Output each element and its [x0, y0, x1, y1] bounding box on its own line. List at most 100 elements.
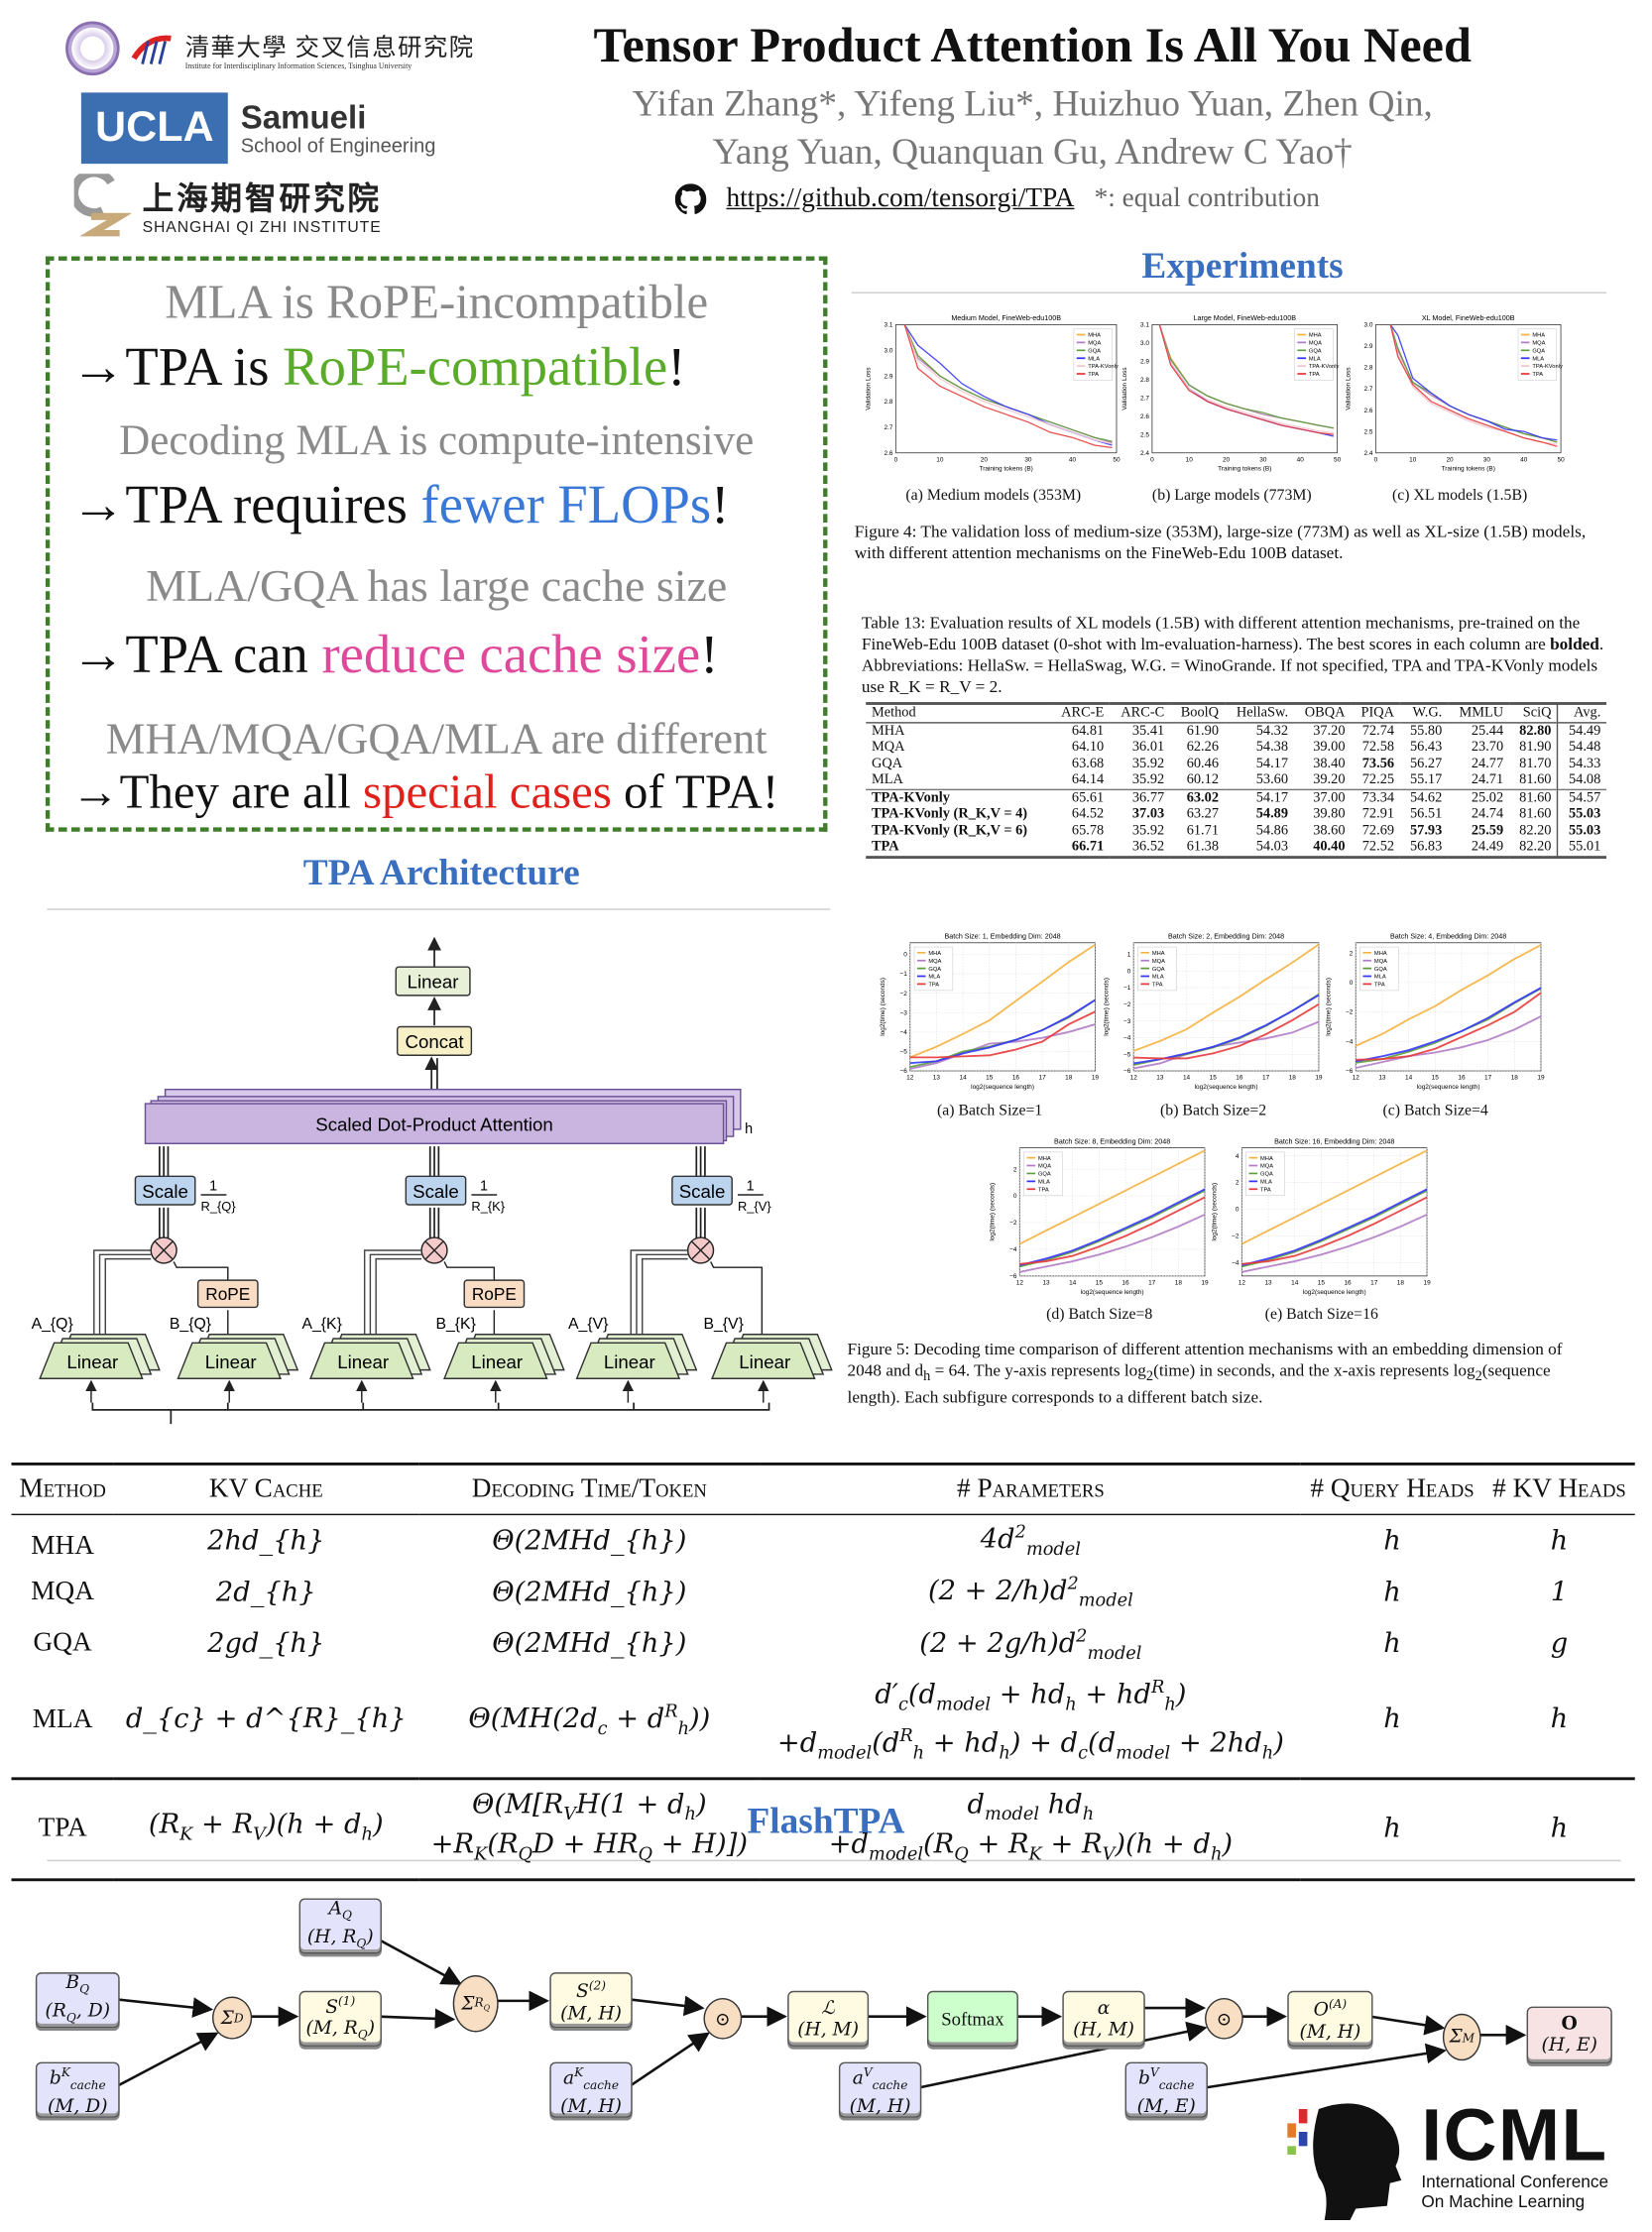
table-cell: 63.02	[1186, 789, 1220, 806]
table-row: MQA 2d_{h} Θ(2MHd_{h}) (2 + 2/h)d2model …	[11, 1567, 1634, 1618]
table-cell: TPA-KVonly (R_K,V = 4)	[871, 805, 1028, 822]
y-tick-label: 2.8	[1364, 365, 1373, 372]
claim-statement: →TPA requires fewer FLOPs!	[71, 474, 729, 536]
column-header: # KV Heads	[1483, 1462, 1635, 1516]
series-line-gqa	[1158, 324, 1334, 429]
x-tick-label: 14	[1405, 1075, 1413, 1082]
icml-line-1: International Conference	[1421, 2172, 1609, 2192]
x-tick-label: 17	[1484, 1075, 1492, 1082]
legend-label: MQA	[928, 959, 941, 965]
series-line-tpa	[903, 324, 1113, 449]
y-tick-label: −6	[900, 1068, 908, 1075]
input-label: B_{K}	[435, 1316, 475, 1333]
math-params: (2 + 2g/h)d2model	[919, 1625, 1142, 1663]
table-cell: TPA-KVonly (R_K,V = 6)	[871, 822, 1028, 839]
y-axis-label: log2(time) (seconds)	[880, 978, 886, 1036]
y-tick-label: −1	[1123, 985, 1131, 992]
math-kvh: h	[1550, 1524, 1569, 1557]
table-cell: 38.60	[1313, 822, 1346, 839]
series-line-mla	[1389, 324, 1558, 441]
subcaption: (c) Batch Size=4	[1382, 1102, 1488, 1119]
edge	[630, 1249, 688, 1344]
claim-premise: MHA/MQA/GQA/MLA are different	[105, 713, 767, 764]
math-time: Θ(2MHd_{h})	[492, 1576, 687, 1608]
y-tick-label: −5	[1123, 1051, 1131, 1058]
node-bq: BQ(RQ, D)	[35, 1972, 120, 2029]
poster-title: Tensor Product Attention Is All You Need	[593, 17, 1472, 73]
series-line-tpa-kvonly	[1158, 324, 1334, 434]
qizhi-name-cn: 上海期智研究院	[142, 181, 382, 218]
samueli-subtitle: School of Engineering	[240, 134, 436, 157]
x-tick-label: 15	[1318, 1279, 1326, 1286]
x-tick-label: 18	[1175, 1279, 1183, 1286]
x-tick-label: 17	[1262, 1075, 1270, 1082]
x-tick-label: 14	[1069, 1279, 1077, 1286]
y-tick-label: −6	[1009, 1273, 1017, 1280]
claim-statement: →They are all special cases of TPA!	[71, 766, 778, 821]
x-tick-label: 19	[1201, 1279, 1209, 1286]
legend-label: MQA	[1532, 341, 1545, 347]
architecture-heading: TPA Architecture	[302, 851, 580, 893]
table-cell: 54.33	[1557, 755, 1607, 772]
node-label: S(2)	[576, 1978, 606, 2004]
query-heads-cell: h	[1300, 1776, 1484, 1882]
repo-link[interactable]: https://github.com/tensorgi/TPA	[726, 183, 1075, 214]
x-tick-label: 18	[1511, 1075, 1519, 1082]
legend-label: MLA	[1532, 356, 1544, 362]
legend-label: MQA	[1374, 959, 1387, 965]
x-tick-label: 0	[1374, 456, 1378, 463]
linear-trapezoid	[39, 1342, 144, 1379]
table-cell: 36.01	[1131, 739, 1165, 756]
column-header: SciQ	[1522, 704, 1552, 721]
legend-label: MLA	[1038, 1179, 1050, 1185]
y-tick-label: 3.1	[885, 322, 893, 329]
x-tick-label: 18	[1397, 1279, 1405, 1286]
column-header: ARC-E	[1061, 704, 1105, 721]
legend-label: GQA	[1260, 1172, 1273, 1178]
table-cell: 53.60	[1255, 771, 1289, 788]
table-cell: 82.20	[1519, 822, 1552, 839]
math-q: h	[1383, 1703, 1401, 1735]
x-tick-label: 17	[1148, 1279, 1156, 1286]
x-tick-label: 19	[1537, 1075, 1545, 1082]
fraction-numerator: 1	[480, 1179, 488, 1195]
kv-heads-cell: h	[1483, 1670, 1635, 1779]
table-cell: 56.51	[1409, 805, 1443, 822]
y-tick-label: 2.5	[1364, 428, 1373, 435]
figure5-caption: Figure 5: Decoding time comparison of di…	[847, 1339, 1563, 1408]
legend-label: MQA	[1260, 1164, 1273, 1170]
table-cell: 55.01	[1557, 838, 1607, 857]
table-cell: 54.03	[1255, 838, 1289, 855]
edge	[158, 1146, 170, 1177]
method-name: TPA	[11, 1776, 114, 1882]
parameters-cell: d′c(dmodel + hdh + hdRh)+dmodel(dRh + hd…	[761, 1670, 1301, 1779]
equal-contribution-note: *: equal contribution	[1094, 183, 1320, 214]
table-cell: 54.32	[1255, 722, 1289, 739]
y-axis-label: log2(time) (seconds)	[1325, 978, 1332, 1036]
x-axis-label: Training tokens (B)	[1218, 466, 1271, 473]
series-line-tpa-kvonly	[903, 324, 1113, 445]
y-tick-label: −2	[1232, 1233, 1239, 1240]
kv-cache-cell: (RK + RV)(h + dh)	[113, 1776, 418, 1882]
decoding-time-cell: Θ(2MHd_{h})	[418, 1567, 761, 1618]
linear-trapezoid	[575, 1342, 681, 1379]
legend-label: TPA	[1152, 983, 1163, 989]
node-shape: (M, E)	[1136, 2096, 1196, 2118]
table-cell: 73.56	[1361, 755, 1395, 771]
subcaption: (e) Batch Size=16	[1264, 1305, 1378, 1324]
x-tick-label: 13	[1042, 1279, 1050, 1286]
y-tick-label: 2	[1236, 1180, 1239, 1187]
y-tick-label: 2.6	[1364, 408, 1373, 414]
method-name: MHA	[31, 1530, 94, 1561]
sdpa-label: Scaled Dot-Product Attention	[315, 1114, 553, 1134]
node-softmax: Softmax	[926, 1990, 1018, 2047]
table-cell: 61.71	[1186, 822, 1220, 839]
fraction-numerator: 1	[747, 1179, 755, 1195]
table-cell: 39.00	[1313, 739, 1346, 756]
linear-trapezoid	[309, 1342, 414, 1379]
series-line-mqa	[1241, 1214, 1428, 1273]
